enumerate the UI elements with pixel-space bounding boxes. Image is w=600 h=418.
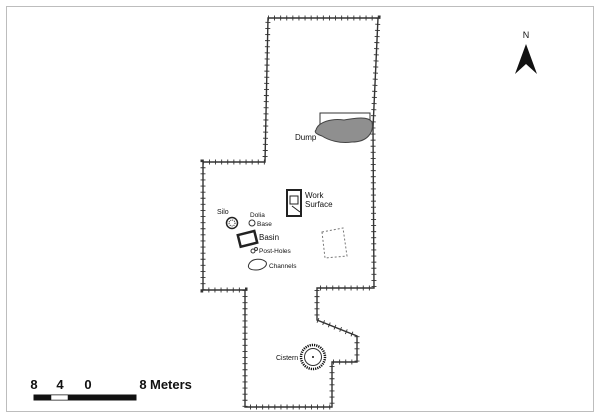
boundary-ticks — [200, 15, 381, 410]
dolia-label-line2: Base — [257, 221, 272, 228]
post-holes-feature — [250, 247, 258, 254]
north-arrow — [515, 44, 537, 74]
dump-label: Dump — [295, 133, 317, 142]
scale-tick-0: 0 — [84, 377, 91, 392]
scale-tick-8-left: 8 — [30, 377, 37, 392]
scale-unit-label: Meters — [150, 377, 192, 392]
dolia-label-line1: Dolia — [250, 212, 265, 219]
cistern-label: Cistern — [276, 355, 298, 362]
channels-label: Channels — [269, 263, 297, 270]
work-surface-label-line2: Surface — [305, 200, 333, 209]
basin-label: Basin — [259, 233, 279, 242]
basin-feature — [236, 229, 259, 249]
dolia-base-feature — [248, 219, 256, 227]
north-label: N — [523, 30, 530, 40]
channels-feature — [247, 258, 267, 271]
scale-tick-8-right: 8 — [139, 377, 146, 392]
cistern-feature — [299, 343, 327, 371]
excavation-boundary — [202, 17, 379, 408]
map-frame — [6, 6, 594, 412]
work-surface-label-line1: Work — [305, 191, 325, 200]
dotted-outline-feature — [321, 227, 348, 259]
post-holes-label: Post-Holes — [259, 248, 292, 255]
silo-label: Silo — [217, 209, 229, 216]
dump-feature — [314, 112, 373, 143]
scale-tick-4: 4 — [56, 377, 64, 392]
scale-bar — [33, 394, 137, 401]
work-surface-feature — [286, 189, 302, 217]
silo-feature — [225, 216, 239, 230]
